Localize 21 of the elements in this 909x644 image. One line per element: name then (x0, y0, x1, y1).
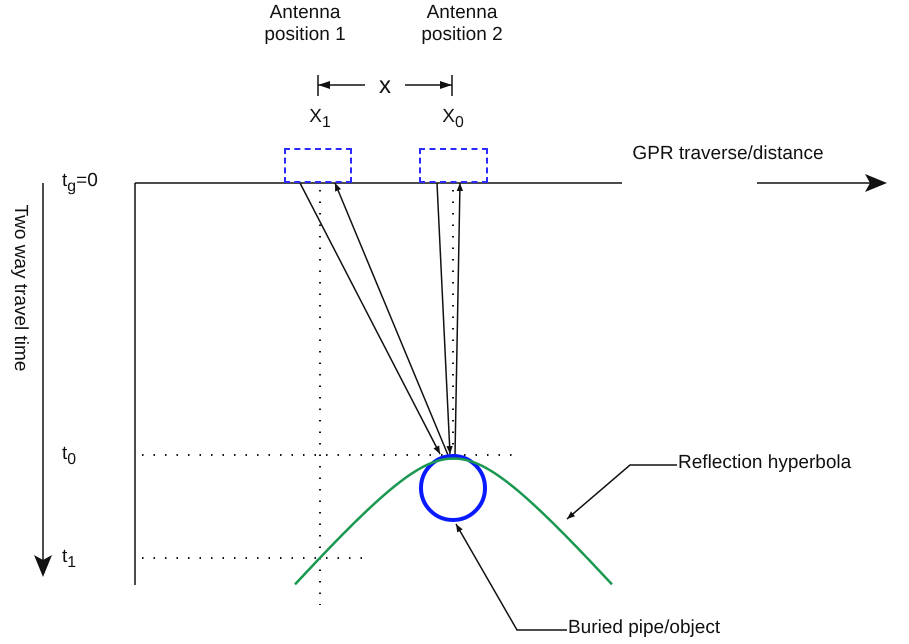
signal-ray (436, 182, 453, 454)
antenna-box (419, 148, 488, 183)
position-label: X$_{0}$ (442, 106, 464, 132)
signal-ray (334, 182, 449, 456)
axis-label: GPR traverse/distance (632, 143, 824, 165)
reflection-hyperbola (294, 457, 613, 587)
antenna-label: Antenna position 1 (263, 2, 347, 46)
antenna-box (284, 148, 352, 183)
leader-line (455, 524, 567, 631)
callout-text: Buried pipe/object (568, 617, 722, 639)
antenna-label: Antenna position 2 (420, 2, 504, 46)
callout-text: Reflection hyperbola (678, 452, 852, 474)
dimension-label: x (379, 72, 391, 100)
position-label: X$_{1}$ (309, 106, 331, 132)
leader-line (566, 464, 677, 520)
signal-ray (299, 182, 441, 454)
axis-label: Two way travel time (9, 204, 31, 372)
axis-label: t$_{g}$=0 (62, 170, 98, 196)
signal-ray (454, 182, 464, 456)
time-label: t$_{1}$ (62, 546, 76, 572)
time-label: t$_{0}$ (62, 443, 76, 469)
